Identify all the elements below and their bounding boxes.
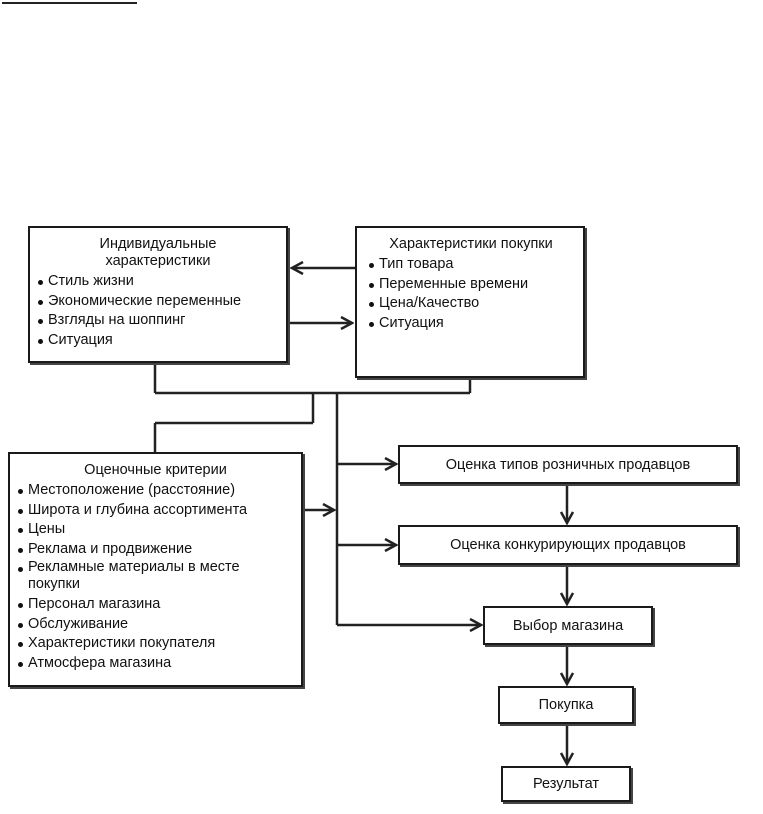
criteria-list: Местоположение (расстояние) Широта и глу… (16, 481, 295, 673)
individual-list: Стиль жизни Экономические переменные Взг… (36, 272, 280, 350)
purchase-box: Покупка (498, 686, 634, 724)
list-item: Экономические переменные (36, 292, 280, 312)
list-item: Взгляды на шоппинг (36, 311, 280, 331)
list-item: Ситуация (36, 331, 280, 351)
list-item: Рекламные материалы в месте покупки (16, 559, 295, 595)
individual-characteristics-box: Индивидуальные характеристики Стиль жизн… (28, 226, 288, 363)
list-item: Местоположение (расстояние) (16, 481, 295, 501)
competitors-box: Оценка конкурирующих продавцов (398, 525, 738, 565)
list-item: Цены (16, 520, 295, 540)
list-item: Цена/Качество (367, 294, 575, 314)
list-item: Реклама и продвижение (16, 540, 295, 560)
list-item: Стиль жизни (36, 272, 280, 292)
list-item: Характеристики покупателя (16, 634, 295, 654)
individual-title: Индивидуальные характеристики (99, 236, 217, 269)
purchase-title: Характеристики покупки (389, 236, 553, 252)
evaluation-criteria-box: Оценочные критерии Местоположение (расст… (8, 452, 303, 687)
store-choice-box: Выбор магазина (483, 606, 653, 645)
list-item: Ситуация (367, 314, 575, 334)
retailer-types-box: Оценка типов розничных продавцов (398, 445, 738, 484)
list-item: Тип товара (367, 255, 575, 275)
list-item: Переменные времени (367, 275, 575, 295)
list-item: Атмосфера магазина (16, 654, 295, 674)
result-box: Результат (501, 766, 631, 802)
list-item: Обслуживание (16, 615, 295, 635)
list-item: Персонал магазина (16, 595, 295, 615)
top-rule (2, 2, 137, 4)
list-item: Широта и глубина ассортимента (16, 501, 295, 521)
purchase-characteristics-box: Характеристики покупки Тип товара Переме… (355, 226, 585, 378)
purchase-list: Тип товара Переменные времени Цена/Качес… (367, 255, 575, 333)
criteria-title: Оценочные критерии (84, 462, 227, 478)
